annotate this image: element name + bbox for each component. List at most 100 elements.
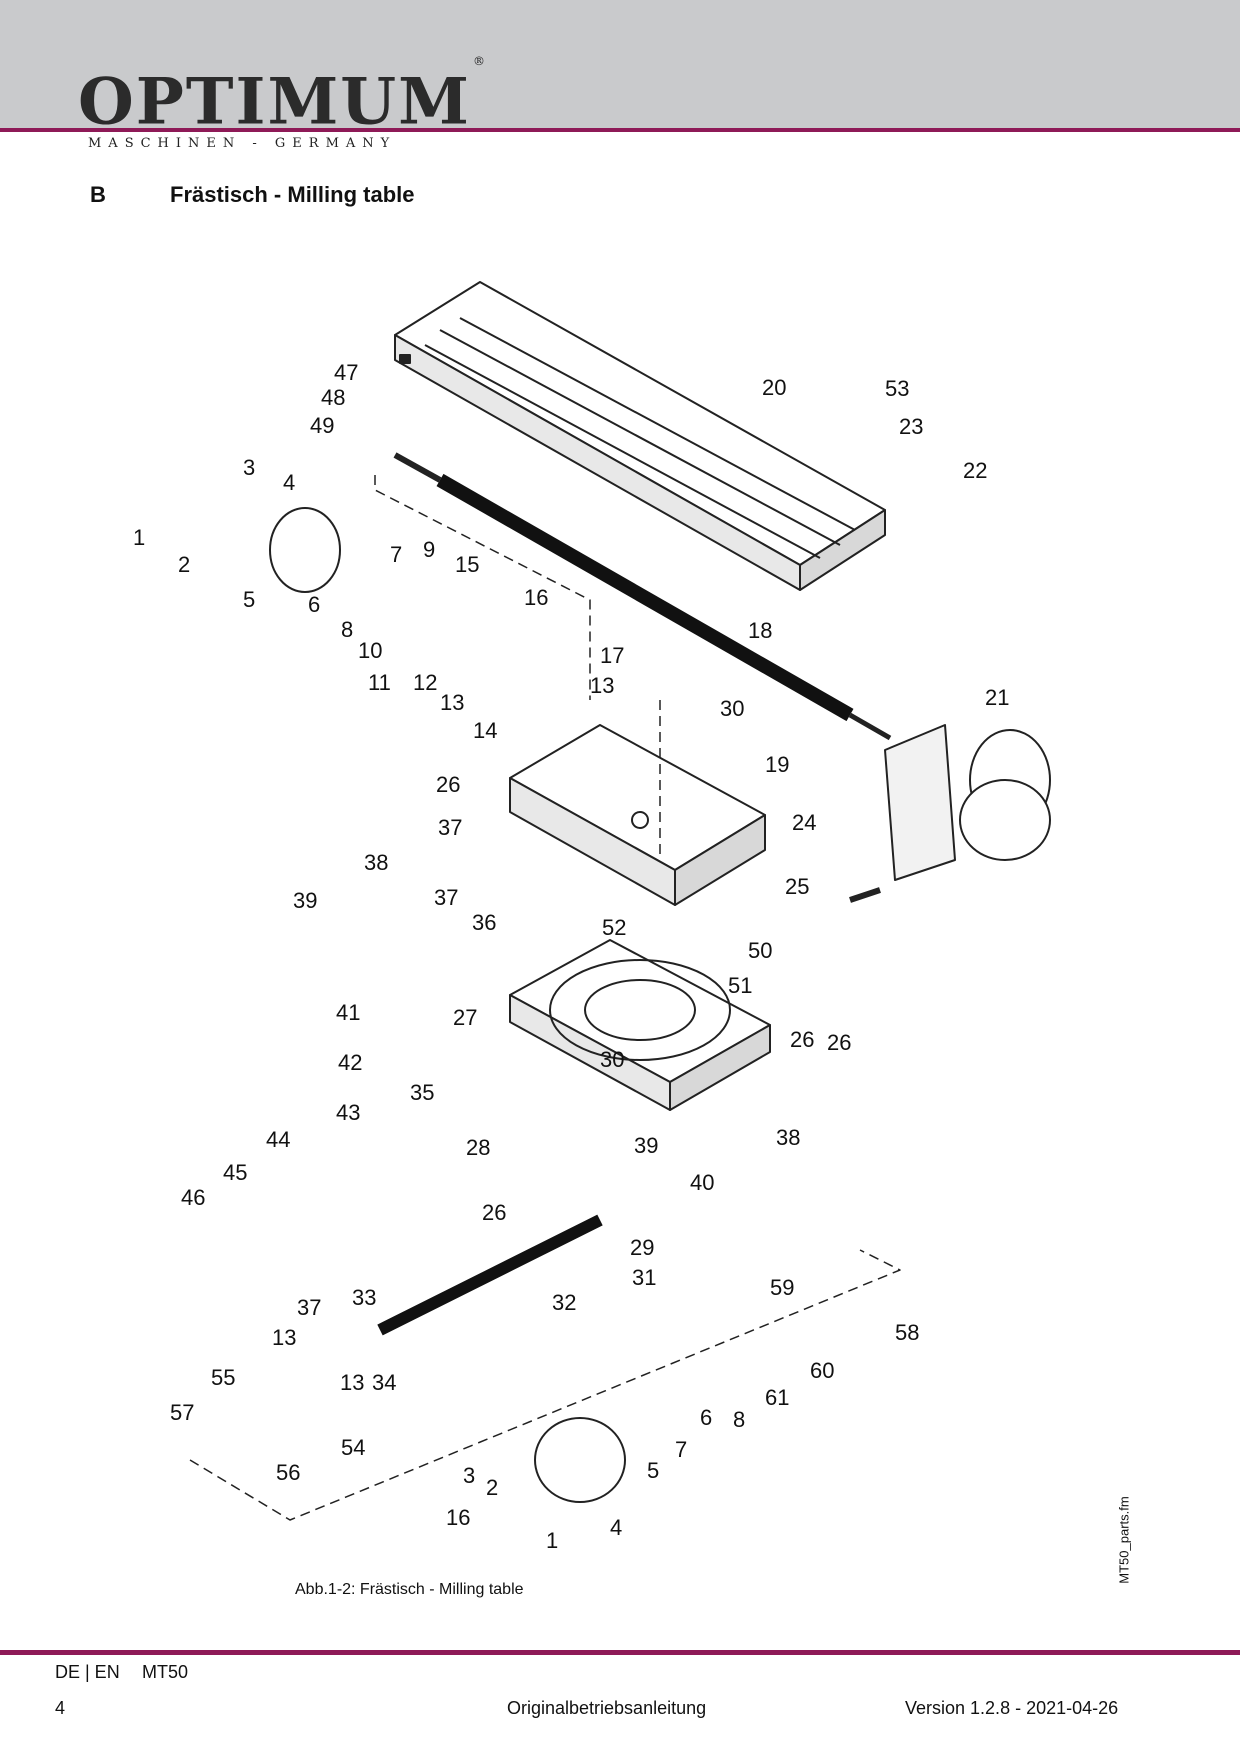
part-callout-5: 5 — [243, 587, 255, 612]
part-callout-45: 45 — [223, 1160, 247, 1185]
part-callout-18: 18 — [748, 618, 772, 643]
part-callout-42: 42 — [338, 1050, 362, 1075]
part-callout-58: 58 — [895, 1320, 919, 1345]
part-callout-40: 40 — [690, 1170, 714, 1195]
footer-rule — [0, 1650, 1240, 1655]
power-feed-gearbox-part — [849, 724, 1051, 903]
part-callout-31: 31 — [632, 1265, 656, 1290]
footer-languages: DE | EN — [55, 1662, 120, 1682]
part-callout-6: 6 — [700, 1405, 712, 1430]
part-callout-10: 10 — [358, 638, 382, 663]
part-callout-26: 26 — [436, 772, 460, 797]
saddle-part — [509, 724, 766, 906]
part-callout-13: 13 — [272, 1325, 296, 1350]
part-callout-28: 28 — [466, 1135, 490, 1160]
side-file-label: MT50_parts.fm — [1116, 1496, 1132, 1584]
part-callout-22: 22 — [963, 458, 987, 483]
rotary-base-part — [509, 939, 771, 1111]
part-callout-2: 2 — [486, 1475, 498, 1500]
part-callout-30: 30 — [720, 696, 744, 721]
part-callout-39: 39 — [634, 1133, 658, 1158]
part-callout-7: 7 — [390, 542, 402, 567]
part-callout-24: 24 — [792, 810, 816, 835]
part-callout-15: 15 — [455, 552, 479, 577]
part-callout-38: 38 — [364, 850, 388, 875]
part-callout-26: 26 — [827, 1030, 851, 1055]
part-callout-17: 17 — [600, 643, 624, 668]
part-callout-59: 59 — [770, 1275, 794, 1300]
part-callout-3: 3 — [243, 455, 255, 480]
part-callout-26: 26 — [482, 1200, 506, 1225]
part-callout-60: 60 — [810, 1358, 834, 1383]
part-callout-57: 57 — [170, 1400, 194, 1425]
part-callout-37: 37 — [434, 885, 458, 910]
part-callout-8: 8 — [341, 617, 353, 642]
part-callout-53: 53 — [885, 376, 909, 401]
part-callout-29: 29 — [630, 1235, 654, 1260]
part-callout-33: 33 — [352, 1285, 376, 1310]
part-callout-41: 41 — [336, 1000, 360, 1025]
part-callout-30: 30 — [600, 1047, 624, 1072]
brand-logo: OPTIMUM® — [78, 54, 487, 140]
part-callout-49: 49 — [310, 413, 334, 438]
part-callout-39: 39 — [293, 888, 317, 913]
part-callout-25: 25 — [785, 874, 809, 899]
part-callout-46: 46 — [181, 1185, 205, 1210]
part-callout-38: 38 — [776, 1125, 800, 1150]
part-callout-47: 47 — [334, 360, 358, 385]
header-band — [0, 0, 1240, 128]
part-callout-9: 9 — [423, 537, 435, 562]
brand-logo-text: OPTIMUM — [78, 64, 471, 140]
part-callout-54: 54 — [341, 1435, 365, 1460]
part-callout-11: 11 — [368, 670, 391, 695]
part-callout-20: 20 — [762, 375, 786, 400]
part-callout-55: 55 — [211, 1365, 235, 1390]
milling-table-part — [394, 281, 886, 591]
footer-version: Version 1.2.8 - 2021-04-26 — [905, 1698, 1119, 1718]
part-callout-13: 13 — [440, 690, 464, 715]
part-callout-52: 52 — [602, 915, 626, 940]
part-callout-43: 43 — [336, 1100, 360, 1125]
footer-model: MT50 — [142, 1662, 189, 1682]
part-callout-8: 8 — [733, 1407, 745, 1432]
part-callout-4: 4 — [610, 1515, 622, 1540]
figure-caption: Abb.1-2: Frästisch - Milling table — [295, 1581, 524, 1598]
handwheel-lower-part — [534, 1417, 626, 1503]
header-rule — [0, 128, 1240, 132]
section-title: Frästisch - Milling table — [170, 182, 415, 207]
part-callout-1: 1 — [133, 525, 145, 550]
part-callout-34: 34 — [372, 1370, 396, 1395]
part-callout-2: 2 — [178, 552, 190, 577]
lower-leadscrew-part — [377, 1214, 603, 1336]
part-callout-27: 27 — [453, 1005, 477, 1030]
part-callout-1: 1 — [546, 1528, 558, 1553]
part-callout-51: 51 — [728, 973, 752, 998]
handwheel-upper-part — [269, 507, 341, 593]
part-callout-26: 26 — [790, 1027, 814, 1052]
leadscrew-part — [393, 452, 892, 741]
part-callout-48: 48 — [321, 385, 345, 410]
part-callout-37: 37 — [438, 815, 462, 840]
part-callout-5: 5 — [647, 1458, 659, 1483]
part-callout-7: 7 — [675, 1437, 687, 1462]
part-callout-13: 13 — [590, 673, 614, 698]
part-callout-14: 14 — [473, 718, 497, 743]
part-callout-16: 16 — [524, 585, 548, 610]
part-callout-50: 50 — [748, 938, 772, 963]
part-callout-12: 12 — [413, 670, 437, 695]
part-callout-56: 56 — [276, 1460, 300, 1485]
footer-page-number: 4 — [55, 1698, 66, 1718]
part-callout-4: 4 — [283, 470, 295, 495]
part-callout-3: 3 — [463, 1463, 475, 1488]
part-callout-36: 36 — [472, 910, 496, 935]
part-callout-21: 21 — [985, 685, 1009, 710]
part-callout-32: 32 — [552, 1290, 576, 1315]
part-callout-6: 6 — [308, 592, 320, 617]
brand-tagline: MASCHINEN - GERMANY — [88, 136, 397, 151]
part-callout-44: 44 — [266, 1127, 290, 1152]
section-letter: B — [90, 182, 106, 207]
part-callout-19: 19 — [765, 752, 789, 777]
part-callout-37: 37 — [297, 1295, 321, 1320]
registered-mark: ® — [472, 54, 487, 68]
